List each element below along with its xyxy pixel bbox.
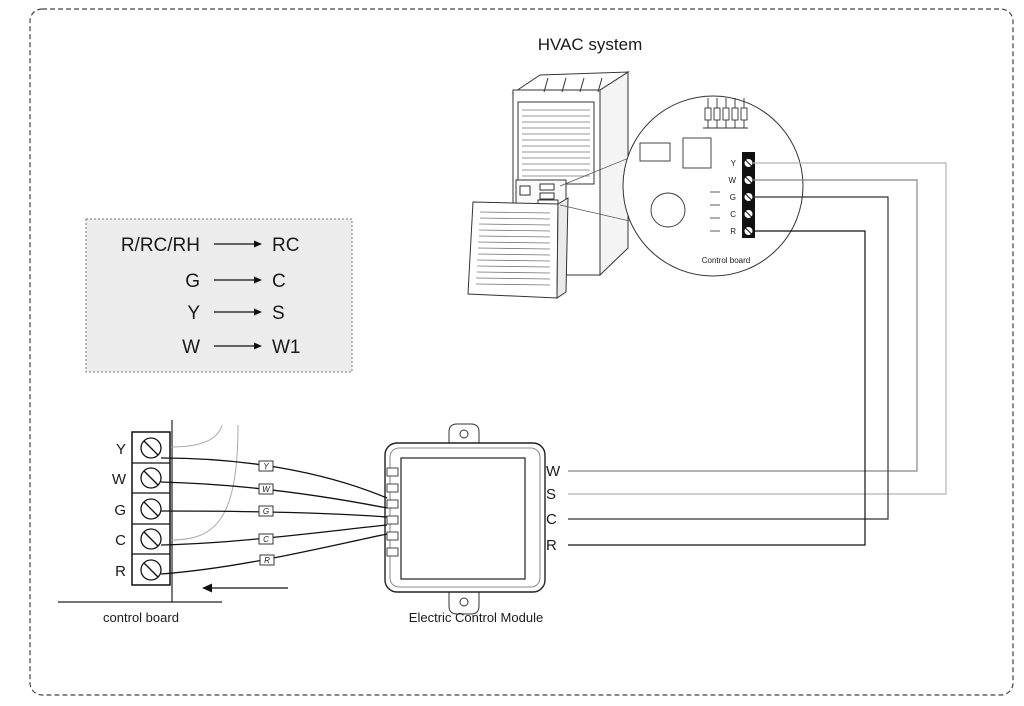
local-terminal-label: C xyxy=(115,532,126,549)
svg-text:Y: Y xyxy=(263,462,269,471)
capacitor-icon xyxy=(650,192,686,228)
board-to-module-wires xyxy=(160,457,388,575)
local-terminal-label: W xyxy=(112,471,127,488)
mapping-to: RC xyxy=(272,235,299,256)
local-board-label: control board xyxy=(103,610,179,625)
mapping-to: S xyxy=(272,303,285,324)
wire-tag: Y xyxy=(258,460,274,472)
wire-mapping-legend: R/RC/RH RC G C Y S W W1 xyxy=(85,218,353,373)
wire-tag: C xyxy=(258,533,274,545)
mapping-from: G xyxy=(185,271,200,292)
mapping-to: C xyxy=(272,271,286,292)
diagram-frame xyxy=(29,8,1014,696)
wire-r xyxy=(160,533,388,575)
screw-terminal-icon xyxy=(140,437,162,581)
module-terminal-label: C xyxy=(546,511,557,528)
mapping-to: W1 xyxy=(272,337,301,358)
svg-text:C: C xyxy=(263,535,269,544)
mapping-row: R/RC/RH RC xyxy=(121,235,300,256)
hvac-board-label: Control board xyxy=(702,256,750,265)
wire-y-to-s xyxy=(568,162,947,495)
wire-tag: G xyxy=(258,505,274,517)
module-terminal-label: S xyxy=(546,486,556,503)
svg-text:C: C xyxy=(730,210,736,219)
mapping-row: W W1 xyxy=(182,337,300,358)
hvac-to-module-wires xyxy=(568,162,947,546)
wire-tag: R xyxy=(259,554,275,566)
local-control-board: Y W G C R control board xyxy=(58,420,239,625)
wire-y xyxy=(160,457,388,499)
module-label: Electric Control Module xyxy=(409,610,543,625)
resistor-icon xyxy=(703,98,748,129)
hvac-terminal: R xyxy=(730,226,754,236)
module-terminal-label: W xyxy=(546,463,561,480)
electric-control-module: W S C R Electric Control Module xyxy=(384,423,561,625)
mapping-from: R/RC/RH xyxy=(121,235,200,256)
mapping-row: G C xyxy=(185,271,286,292)
svg-text:W: W xyxy=(728,176,736,185)
local-terminal-label: G xyxy=(114,502,126,519)
mapping-from: Y xyxy=(187,303,200,324)
wire-tags: Y W G C R xyxy=(258,460,275,566)
svg-text:Y: Y xyxy=(731,159,737,168)
svg-text:G: G xyxy=(263,507,269,516)
svg-text:R: R xyxy=(264,556,270,565)
svg-text:G: G xyxy=(730,193,736,202)
mapping-from: W xyxy=(182,337,200,358)
hvac-control-board: Y W G C R Control board xyxy=(622,95,804,277)
wire-tag: W xyxy=(258,483,274,495)
wire-r-to-r xyxy=(568,230,866,546)
wire-g-to-c xyxy=(568,196,889,520)
mapping-row: Y S xyxy=(187,303,284,324)
arrow-left-icon xyxy=(202,583,288,593)
wire-w xyxy=(160,481,388,509)
svg-text:W: W xyxy=(262,485,271,494)
wire-g xyxy=(160,510,388,518)
local-terminal-label: Y xyxy=(116,441,126,458)
hvac-terminal: C xyxy=(730,209,754,219)
local-terminal-label: R xyxy=(115,563,126,580)
wire-w-to-w xyxy=(568,179,918,472)
wire-c xyxy=(160,524,388,546)
svg-text:R: R xyxy=(730,227,736,236)
furnace-unit-icon xyxy=(467,71,630,299)
module-terminal-label: R xyxy=(546,537,557,554)
hvac-system-title: HVAC system xyxy=(538,35,643,54)
